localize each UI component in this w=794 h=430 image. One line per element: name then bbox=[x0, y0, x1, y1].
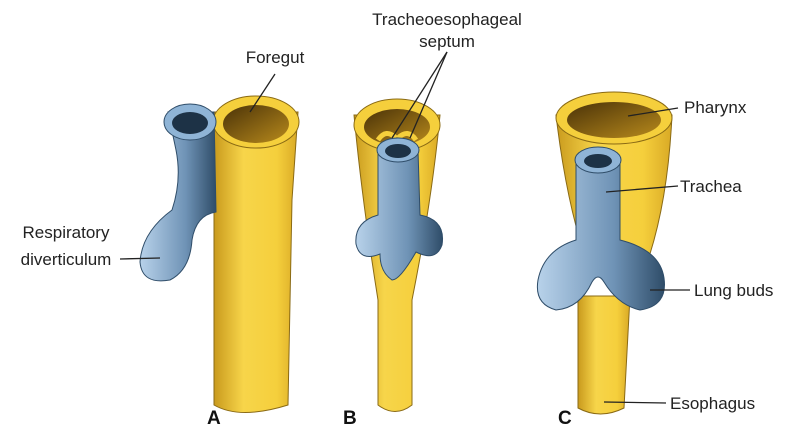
panel-c bbox=[537, 92, 672, 414]
panel-label-c: C bbox=[558, 408, 572, 429]
label-septum-line2: septum bbox=[419, 32, 475, 51]
esophagus-tube bbox=[578, 296, 630, 414]
label-foregut: Foregut bbox=[246, 48, 305, 67]
panel-a bbox=[140, 96, 299, 413]
label-respiratory-line2: diverticulum bbox=[21, 250, 112, 269]
panel-label-b: B bbox=[343, 408, 357, 429]
panel-b bbox=[354, 99, 443, 412]
label-trachea: Trachea bbox=[680, 177, 742, 196]
label-pharynx: Pharynx bbox=[684, 98, 747, 117]
label-lung-buds: Lung buds bbox=[694, 281, 773, 300]
label-esophagus: Esophagus bbox=[670, 394, 755, 413]
panel-label-a: A bbox=[207, 408, 221, 429]
label-septum-line1: Tracheoesophageal bbox=[372, 10, 522, 29]
foregut-tube bbox=[214, 112, 298, 413]
label-respiratory-line1: Respiratory bbox=[23, 223, 110, 242]
